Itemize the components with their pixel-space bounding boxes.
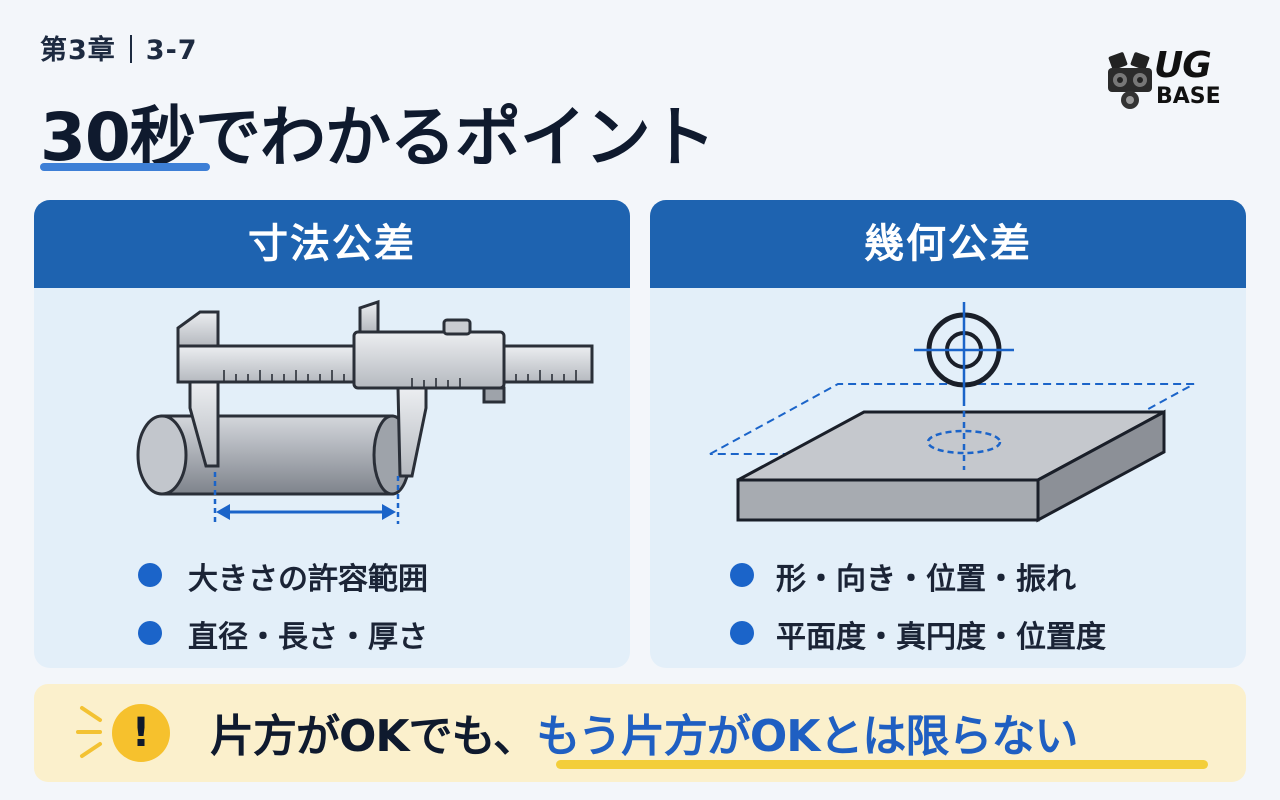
bullet-dot <box>138 621 162 645</box>
key-message: 片方がOKでも、もう片方がOKとは限らない <box>210 700 1078 764</box>
message-plain: 片方がOKでも、 <box>210 711 537 762</box>
title-underline <box>40 163 210 171</box>
bullet-list: 形・向き・位置・振れ 平面度・真円度・位置度 <box>650 550 1246 666</box>
exclamation-icon: ! <box>112 704 170 762</box>
list-item: 形・向き・位置・振れ <box>650 550 1246 608</box>
divider <box>129 35 132 63</box>
bullet-dot <box>730 621 754 645</box>
bullet-list: 大きさの許容範囲 直径・長さ・厚さ <box>34 550 630 666</box>
panel-heading: 寸法公差 <box>34 200 630 288</box>
logo-text-ug: UG <box>1154 45 1212 86</box>
dimensional-tolerance-panel: 寸法公差 <box>34 200 630 668</box>
bullet-dot <box>730 563 754 587</box>
bullet-text: 形・向き・位置・振れ <box>776 562 1076 597</box>
geometric-tolerance-panel: 幾何公差 形・向き・位置・振れ 平面度・真円度・位置度 <box>650 200 1246 668</box>
brand-logo: UG BASE <box>1104 48 1244 114</box>
chapter-label: 第3章 3-7 <box>40 28 198 67</box>
engine-icon <box>1108 52 1152 109</box>
chapter-number: 第3章 <box>40 35 116 66</box>
emphasis-rays-icon <box>76 706 102 758</box>
list-item: 大きさの許容範囲 <box>34 550 630 608</box>
highlight-underline <box>556 760 1208 769</box>
plate-illustration <box>709 302 1195 523</box>
panel-heading: 幾何公差 <box>650 200 1246 288</box>
message-highlight: もう片方がOKとは限らない <box>536 711 1078 762</box>
caliper-illustration <box>136 299 594 524</box>
bullet-dot <box>138 563 162 587</box>
bullet-text: 平面度・真円度・位置度 <box>776 620 1106 655</box>
list-item: 直径・長さ・厚さ <box>34 608 630 666</box>
logo-text-base: BASE <box>1156 84 1221 109</box>
section-number: 3-7 <box>145 35 198 66</box>
bullet-text: 直径・長さ・厚さ <box>188 620 428 655</box>
bullet-text: 大きさの許容範囲 <box>188 562 428 597</box>
list-item: 平面度・真円度・位置度 <box>650 608 1246 666</box>
